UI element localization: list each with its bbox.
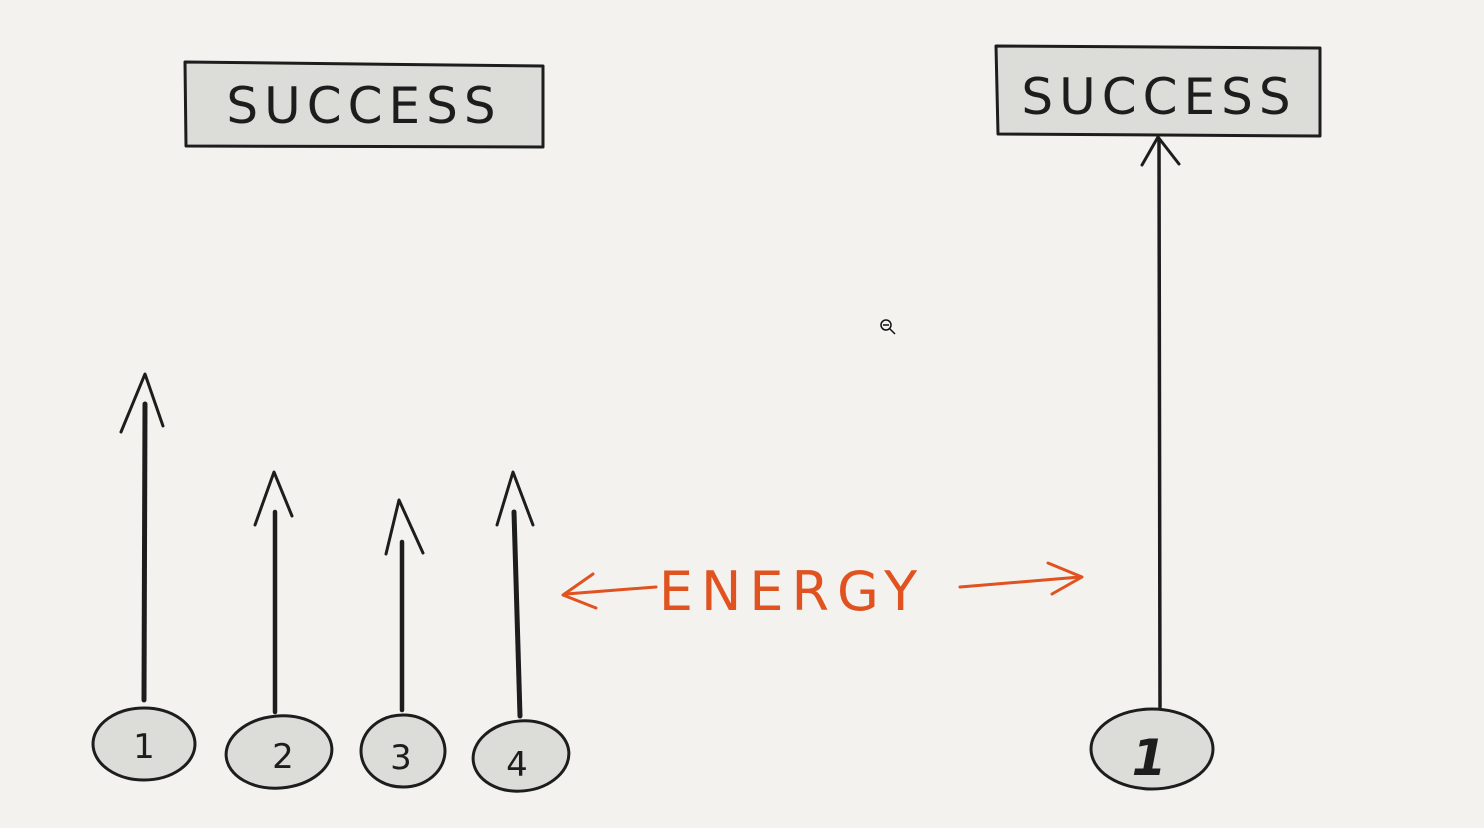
arrow-3 (384, 498, 425, 713)
right-bubble-number: 1 (1132, 729, 1167, 787)
arrow-2 (253, 470, 294, 715)
bubble-2-number: 2 (272, 737, 294, 777)
left-success-box: SUCCESS (183, 60, 545, 149)
left-arrows (119, 372, 535, 719)
bubble-2: 2 (224, 714, 334, 790)
right-success-label: SUCCESS (1021, 68, 1296, 126)
left-success-label: SUCCESS (226, 77, 501, 135)
bubble-4-number: 4 (506, 745, 528, 785)
energy-arrowhead-left (561, 572, 598, 610)
bubble-1-number: 1 (133, 727, 155, 767)
energy-arrow-right (958, 575, 1082, 589)
energy-arrowhead-right (1046, 561, 1084, 596)
right-arrow (1140, 135, 1181, 709)
energy-annotation: ENERGY (561, 560, 1084, 623)
energy-label: ENERGY (659, 560, 925, 623)
arrow-4 (495, 470, 535, 719)
arrow-1 (119, 372, 165, 703)
bubble-3-number: 3 (390, 738, 412, 778)
right-bubble: 1 (1089, 707, 1215, 791)
right-success-box: SUCCESS (994, 44, 1322, 138)
bubble-3: 3 (359, 713, 447, 789)
zoom-out-icon (880, 319, 896, 335)
bubble-4: 4 (471, 719, 571, 793)
energy-arrow-left (564, 585, 658, 596)
bubble-1: 1 (91, 706, 197, 782)
left-bubbles: 1 2 3 4 (91, 706, 571, 793)
